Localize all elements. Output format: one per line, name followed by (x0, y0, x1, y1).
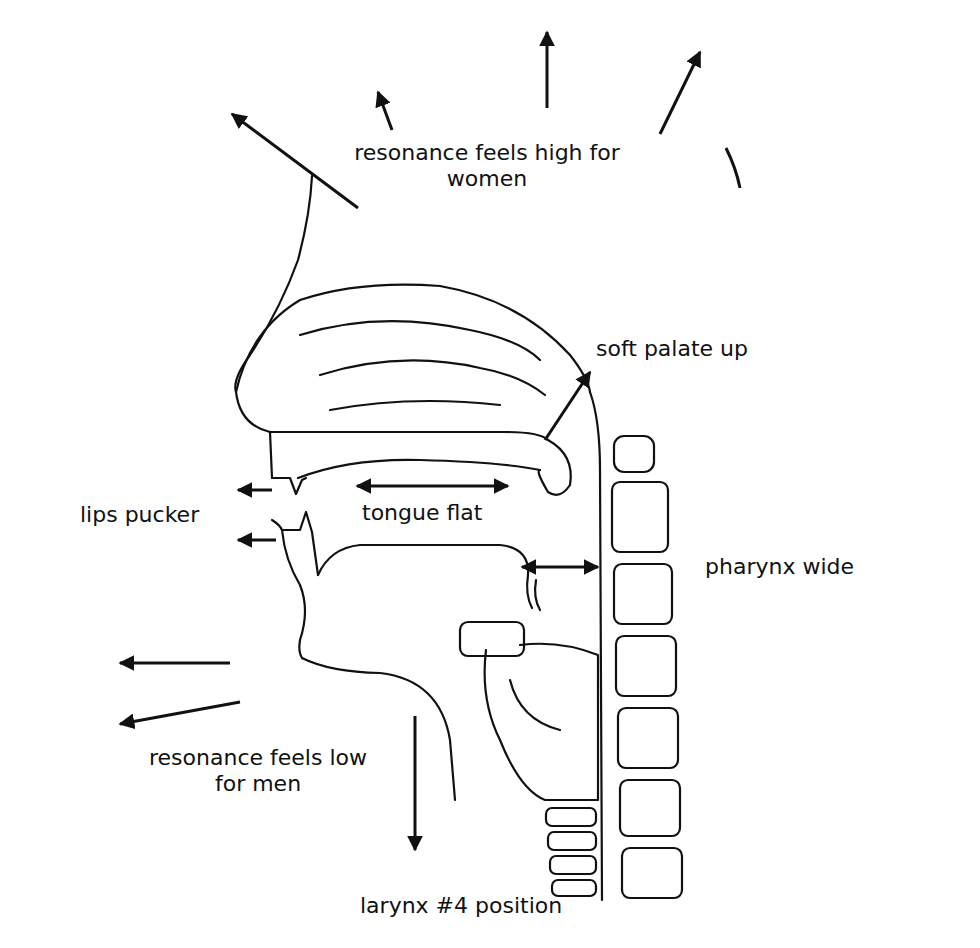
soft-palate-arrow (545, 372, 590, 440)
part-label: resonance feels low for men (143, 745, 373, 798)
epiglottis (527, 575, 540, 610)
part-label: resonance feels high for women (337, 140, 637, 193)
resonance-arrow (120, 662, 230, 665)
resonance-arrow (546, 32, 549, 108)
arrows (120, 32, 740, 850)
nasal-cavity (236, 285, 590, 392)
trachea-ring (548, 832, 596, 850)
part-label: larynx #4 position (360, 893, 562, 919)
trachea-ring (546, 808, 596, 826)
vertebra (614, 564, 672, 624)
chin (272, 520, 305, 658)
larynx-arrow (414, 716, 417, 850)
lower-teeth (282, 512, 318, 575)
pharynx-arrow (522, 566, 598, 569)
vertebra (614, 436, 654, 472)
turbinate (330, 401, 500, 410)
resonance-arrow (232, 114, 358, 208)
larynx-fold (510, 680, 560, 730)
part-label: tongue flat (362, 500, 482, 526)
turbinate (300, 321, 540, 360)
resonance-arrow (660, 52, 700, 134)
part-label: lips pucker (80, 502, 199, 528)
anatomy-lines (235, 176, 682, 900)
palate-roof (298, 460, 540, 478)
vertebra (612, 482, 668, 552)
resonance-arrow (120, 702, 240, 724)
vertebra (620, 780, 680, 836)
tongue (318, 545, 528, 575)
part-label: soft palate up (596, 336, 748, 362)
vertebra (622, 848, 682, 898)
lips-arrow (238, 489, 272, 492)
resonance-arc (726, 148, 740, 188)
soft-palate (539, 440, 571, 495)
part-label: pharynx wide (705, 554, 854, 580)
resonance-arrow (378, 92, 392, 130)
throat-outline (302, 658, 455, 800)
vertebra (618, 708, 678, 768)
thyroid-cartilage (485, 644, 598, 800)
upper-lip (270, 432, 272, 478)
lips-arrow (238, 539, 276, 542)
turbinate (320, 360, 545, 395)
hard-palate (236, 392, 548, 440)
upper-teeth (272, 478, 306, 494)
vertebra (616, 636, 676, 696)
tongue-arrow (357, 485, 508, 488)
hyoid-bone (460, 622, 524, 656)
trachea-ring (550, 856, 596, 874)
